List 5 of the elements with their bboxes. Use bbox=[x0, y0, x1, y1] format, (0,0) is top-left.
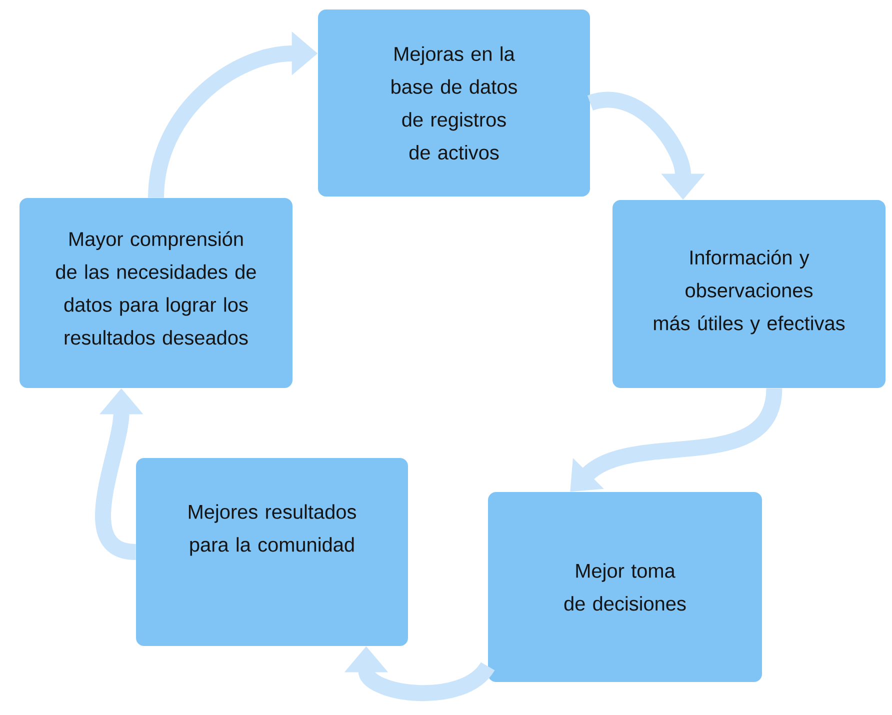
process-box: Mejores resultados para la comunidad bbox=[136, 458, 408, 646]
process-box: Mejoras en la base de datos de registros de activos bbox=[318, 10, 590, 196]
process-box: Información y observaciones más útiles y efectivas bbox=[612, 200, 886, 388]
process-box: Mejor toma de decisiones bbox=[488, 492, 762, 682]
process-box: Mayor comprensión de las necesidades de datos para lograr los resultados deseados bbox=[20, 198, 292, 388]
